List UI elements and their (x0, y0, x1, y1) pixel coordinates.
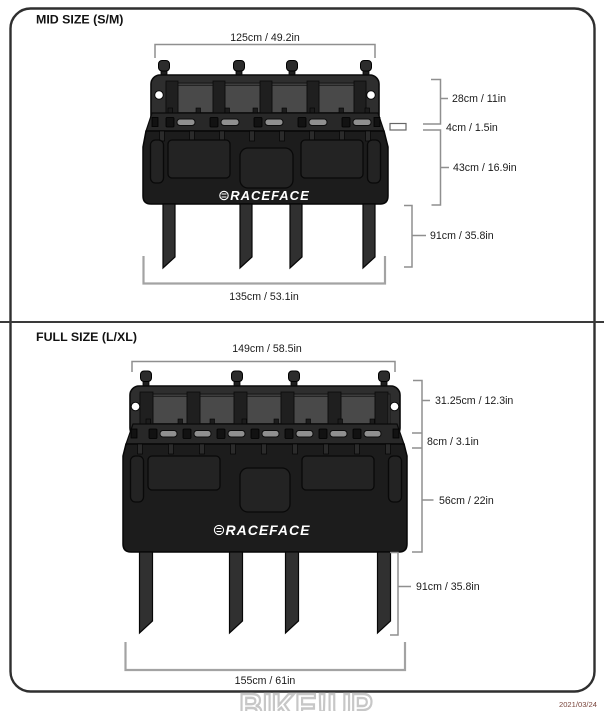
full-size-section: FULL SIZE (L/XL) (36, 330, 513, 687)
card-border (9, 7, 596, 693)
raceface-roundel-icon (219, 190, 229, 201)
raceface-logo: RACEFACE (213, 522, 310, 538)
full-gap-height-label: 8cm / 3.1in (427, 436, 479, 448)
full-size-pad-illustration: RACEFACE (122, 370, 408, 635)
full-bottom-width-label: 155cm / 61in (235, 675, 296, 687)
mid-upper-height-label: 28cm / 11in (452, 93, 506, 105)
hanging-clips (159, 130, 371, 142)
band-nubs (167, 107, 370, 116)
apron-panels (129, 455, 403, 513)
mid-apron-height-label: 43cm / 16.9in (453, 162, 517, 174)
full-top-width-label: 149cm / 58.5in (232, 343, 302, 355)
mount-hole-icon (366, 90, 376, 100)
mount-hole-icon (154, 90, 164, 100)
full-dimension-brackets (124, 360, 434, 672)
full-strap-length-label: 91cm / 35.8in (416, 581, 480, 593)
mid-size-section: MID SIZE (S/M) (36, 13, 517, 304)
raceface-logo: RACEFACE (219, 188, 310, 203)
mid-gap-height-label: 4cm / 1.5in (446, 122, 498, 134)
mid-dimension-brackets (142, 43, 449, 285)
full-upper-height-label: 31.25cm / 12.3in (435, 395, 513, 407)
apron-panels (149, 139, 382, 189)
mid-size-pad-illustration: RACEFACE (142, 60, 407, 270)
mid-top-width-label: 125cm / 49.2in (230, 32, 300, 44)
full-apron-height-label: 56cm / 22in (439, 495, 494, 507)
bikeup-watermark: BIKE!UP (238, 685, 373, 711)
raceface-wordmark: RACEFACE (225, 522, 310, 538)
full-size-title: FULL SIZE (L/XL) (36, 330, 137, 344)
raceface-roundel-icon (213, 524, 225, 536)
hanging-clips (137, 443, 391, 455)
mount-hole-icon (389, 401, 400, 412)
mount-hole-icon (130, 401, 141, 412)
buckle-row (130, 428, 400, 439)
mid-bottom-width-label: 135cm / 53.1in (229, 291, 299, 303)
raceface-wordmark: RACEFACE (230, 188, 310, 203)
mid-size-title: MID SIZE (S/M) (36, 13, 123, 27)
buckle-row (151, 117, 381, 128)
mount-bolt-icons (158, 60, 372, 80)
mid-strap-length-label: 91cm / 35.8in (430, 230, 494, 242)
date-stamp: 2021/03/24 (559, 700, 597, 709)
side-tab-icon (389, 122, 407, 131)
tailgate-straps (162, 203, 376, 270)
tailgate-straps (138, 551, 392, 635)
